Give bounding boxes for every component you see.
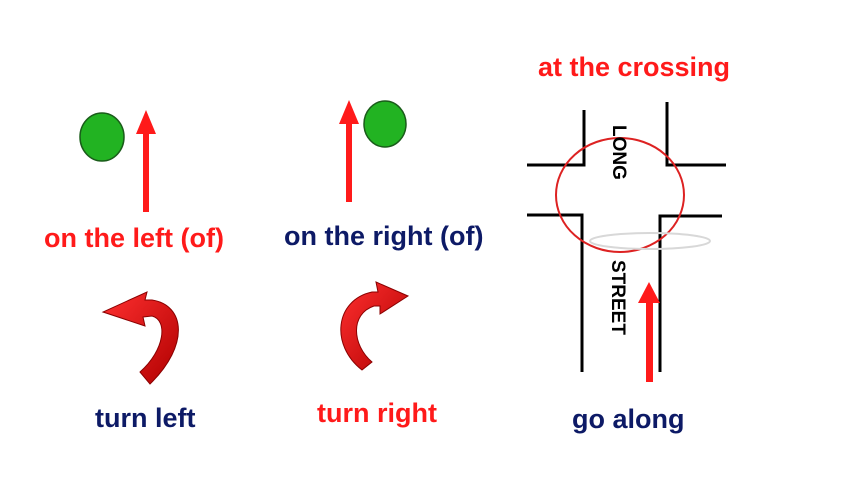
crossing-circle [555,137,685,253]
street-label-street: STREET [607,260,628,335]
turn-left-label: turn left [95,403,196,433]
up-arrow-icon [136,110,156,212]
street-label-long: LONG [608,125,629,180]
up-arrow-icon [339,100,359,202]
turn-right-arrow-icon [340,281,410,371]
turn-left-arrow-icon [101,291,179,385]
turn-right-label: turn right [317,398,437,428]
green-circle-icon [79,112,125,162]
on-left-label: on the left (of) [44,223,224,253]
green-circle-icon [363,100,407,148]
on-left-figure [79,110,156,212]
on-right-figure [339,100,407,202]
faint-ellipse [589,232,711,250]
street-map: LONG STREET [527,102,726,382]
at-crossing-label: at the crossing [538,52,731,82]
go-along-label: go along [572,404,685,434]
on-right-label: on the right (of) [284,221,484,251]
go-along-arrow-icon [638,282,660,382]
